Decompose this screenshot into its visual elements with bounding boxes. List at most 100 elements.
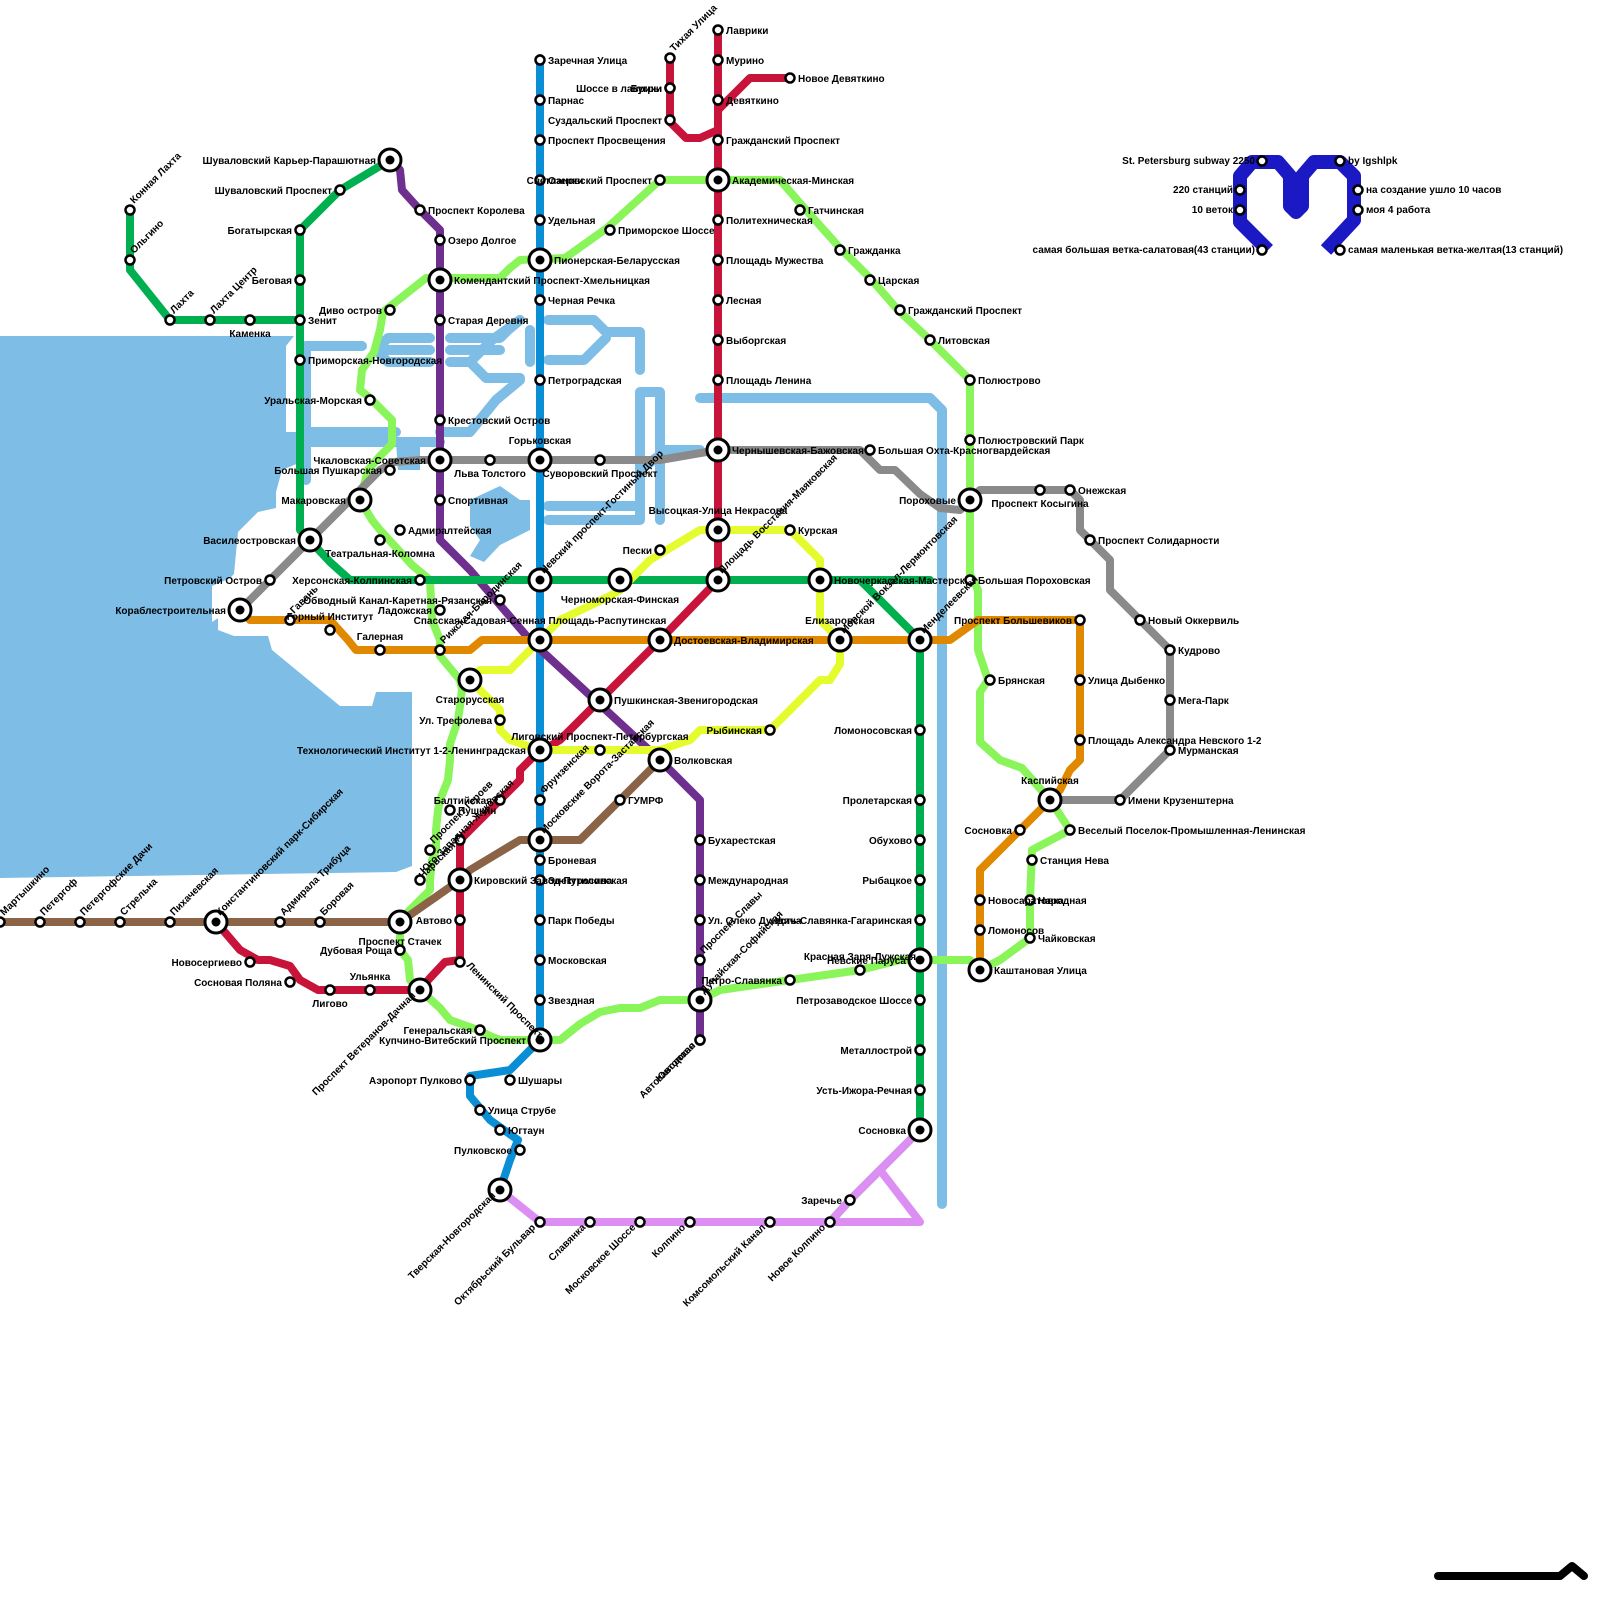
station-парнас[interactable]: Парнас <box>534 94 585 108</box>
station-петрозаводское-шоссе[interactable]: Петрозаводское Шоссе <box>796 994 926 1008</box>
station-пролетарская[interactable]: Пролетарская <box>843 794 926 808</box>
station-пороховые[interactable]: Пороховые <box>899 487 983 513</box>
station-звездная[interactable]: Звездная <box>534 994 595 1008</box>
station-проспект-просвещения[interactable]: Проспект Просвещения <box>534 134 666 148</box>
station-каменка[interactable]: Каменка <box>229 314 271 341</box>
station-петроградская[interactable]: Петроградская <box>534 374 622 388</box>
station-беговая[interactable]: Беговая <box>252 274 306 288</box>
station-тихая-улица[interactable]: Тихая Улица <box>664 3 720 64</box>
station-проспект-стачек[interactable]: Проспект Стачек <box>359 909 443 948</box>
station-спортивная[interactable]: Спортивная <box>434 494 509 508</box>
station-кудрово[interactable]: Кудрово <box>1164 644 1221 658</box>
station-площадь-мужества[interactable]: Площадь Мужества <box>712 254 824 268</box>
station-комендантский-проспект-хмельницкая[interactable]: Комендантский Проспект-Хмельницкая <box>427 267 650 293</box>
station-ульянка[interactable]: Ульянка <box>350 972 391 996</box>
station-старая-деревня[interactable]: Старая Деревня <box>434 314 529 328</box>
station-дубовая-роща[interactable]: Дубовая Роща <box>320 944 406 957</box>
station-светлановский-проспект[interactable]: Светлановский Проспект <box>527 174 666 188</box>
station-проспект-большевиков[interactable]: Проспект Большевиков <box>954 614 1086 628</box>
station-московская[interactable]: Московская <box>534 954 607 968</box>
station-мега-парк[interactable]: Мега-Парк <box>1164 694 1230 708</box>
station-проспект-косыгина[interactable]: Проспект Косыгина <box>991 484 1089 511</box>
station-рыбацкое[interactable]: Рыбацкое <box>862 874 926 887</box>
station-пушкинская-звенигородская[interactable]: Пушкинская-Звенигородская <box>587 687 758 713</box>
station-озеро-долгое[interactable]: Озеро Долгое <box>434 234 517 248</box>
station-льва-толстого[interactable]: Льва Толстого <box>454 454 526 481</box>
station-чкаловская-советская[interactable]: Чкаловская-Советская <box>313 447 453 473</box>
station-новое-колпино[interactable]: Новое Колпино <box>766 1216 836 1285</box>
station-богатырская[interactable]: Богатырская <box>227 224 306 238</box>
station-зенит[interactable]: Зенит <box>294 314 338 328</box>
station-аэропорт-пулково[interactable]: Аэропорт Пулково <box>369 1074 476 1088</box>
station-волковская[interactable]: Волковская <box>647 747 732 773</box>
station-макаровская[interactable]: Макаровская <box>281 487 373 513</box>
station-уральская-морская[interactable]: Уральская-Морская <box>264 394 376 408</box>
station-большая-пороховская[interactable]: Большая Пороховская <box>964 574 1091 588</box>
station-обухово[interactable]: Обухово <box>869 834 926 847</box>
station-станция-нева[interactable]: Станция Нева <box>1026 854 1110 868</box>
station-генеральская[interactable]: Генеральская <box>404 1024 486 1038</box>
station-пушкин[interactable]: Пушкин <box>444 804 497 818</box>
station-новосаратовка[interactable]: Новосаратовка <box>974 894 1065 908</box>
station-ладожская[interactable]: Ладожская <box>378 604 446 618</box>
station-василеостровская[interactable]: Василеостровская <box>203 527 323 553</box>
station-девяткино[interactable]: Девяткино <box>712 94 779 108</box>
station-пески[interactable]: Пески <box>623 544 666 558</box>
station-каспийская[interactable]: Каспийская <box>1021 776 1079 813</box>
station-броневая[interactable]: Броневая <box>534 854 597 868</box>
station-парк-победы[interactable]: Парк Победы <box>534 914 615 927</box>
station-суздальский-проспект[interactable]: Суздальский Проспект <box>548 114 676 128</box>
station-сосновая-поляна[interactable]: Сосновая Поляна <box>194 976 296 990</box>
station-площадь-ленина[interactable]: Площадь Ленина <box>712 374 812 388</box>
station-пулковское[interactable]: Пулковское <box>454 1144 526 1158</box>
station-мурино[interactable]: Мурино <box>712 54 765 68</box>
station-автово[interactable]: Автово <box>416 914 466 928</box>
station-народная[interactable]: Народная <box>1024 894 1087 908</box>
station-проспект-королева[interactable]: Проспект Королева <box>414 204 526 218</box>
station-горьковская[interactable]: Горьковская <box>509 436 572 473</box>
station-ломоносов[interactable]: Ломоносов <box>974 924 1045 938</box>
station-адмиралтейская[interactable]: Адмиралтейская <box>394 524 492 538</box>
station-галерная[interactable]: Галерная <box>357 632 404 656</box>
station-международная[interactable]: Международная <box>694 874 789 888</box>
station-рыбинская[interactable]: Рыбинская <box>706 724 776 737</box>
station-гатчинская[interactable]: Гатчинская <box>794 204 865 218</box>
station-спасская-садовая-сенная-площадь-распутинская[interactable]: Спасская-Садовая-Сенная Площадь-Распутин… <box>414 616 667 653</box>
station-черноморская-финская[interactable]: Черноморская-Финская <box>561 567 679 606</box>
station-югтаун[interactable]: Югтаун <box>494 1124 545 1138</box>
station-бугры[interactable]: Бугры <box>631 82 676 96</box>
station-выборгская[interactable]: Выборгская <box>712 334 787 347</box>
station-ул-трефолева[interactable]: Ул. Трефолева <box>419 714 506 727</box>
station-полюстрово[interactable]: Полюстрово <box>964 374 1041 388</box>
station-старорусская[interactable]: Старорусская <box>436 667 505 706</box>
station-диво-остров[interactable]: Диво остров <box>319 304 396 318</box>
station-пионерская-беларусская[interactable]: Пионерская-Беларусская <box>527 247 680 273</box>
station-проспект-солидарности[interactable]: Проспект Солидарности <box>1084 534 1220 548</box>
station-петро-славянка[interactable]: Петро-Славянка <box>701 974 796 988</box>
station-высоцкая-улица-некрасова[interactable]: Высоцкая-Улица Некрасова <box>649 506 788 543</box>
station-невские-паруса[interactable]: Невские Паруса <box>827 947 933 973</box>
station-усть-славянка-гагаринская[interactable]: Усть-Славянка-Гагаринская <box>774 914 926 928</box>
station-академическая-минская[interactable]: Академическая-Минская <box>705 167 854 193</box>
station-комсомольский-канал[interactable]: Комсомольский Канал <box>681 1216 776 1310</box>
station-площадь-александра-невского-1-2[interactable]: Площадь Александра Невского 1-2 <box>1074 734 1262 748</box>
station-ломоносовская[interactable]: Ломоносовская <box>834 724 926 738</box>
station-царская[interactable]: Царская <box>864 274 920 288</box>
station-электросила[interactable]: Электросила <box>534 874 613 888</box>
station-большая-охта-красногвардейская[interactable]: Большая Охта-Красногвардейская <box>864 444 1051 458</box>
station-проспект-славы[interactable]: Проспект Славы <box>694 890 765 966</box>
station-кораблестроительная[interactable]: Кораблестроительная <box>115 597 253 623</box>
station-балтийская[interactable]: Балтийская <box>434 794 506 808</box>
station-улица-струбе[interactable]: Улица Струбе <box>474 1104 557 1117</box>
station-крестовский-остров[interactable]: Крестовский Остров <box>434 414 551 428</box>
station-бухарестская[interactable]: Бухарестская <box>694 834 776 848</box>
station-полюстровский-парк[interactable]: Полюстровский Парк <box>964 434 1085 448</box>
station-курская[interactable]: Курская <box>784 524 838 538</box>
station-черная-речка[interactable]: Черная Речка <box>534 294 616 308</box>
station-онежская[interactable]: Онежская <box>1064 484 1127 498</box>
station-имени-крузенштерна[interactable]: Имени Крузенштерна <box>1114 794 1235 808</box>
station-сосновка[interactable]: Сосновка <box>858 1117 933 1143</box>
station-театральная-коломна[interactable]: Театральная-Коломна <box>325 534 435 561</box>
station-металлострой[interactable]: Металлострой <box>840 1044 926 1058</box>
station-конная-лахта[interactable]: Конная Лахта <box>124 150 185 216</box>
